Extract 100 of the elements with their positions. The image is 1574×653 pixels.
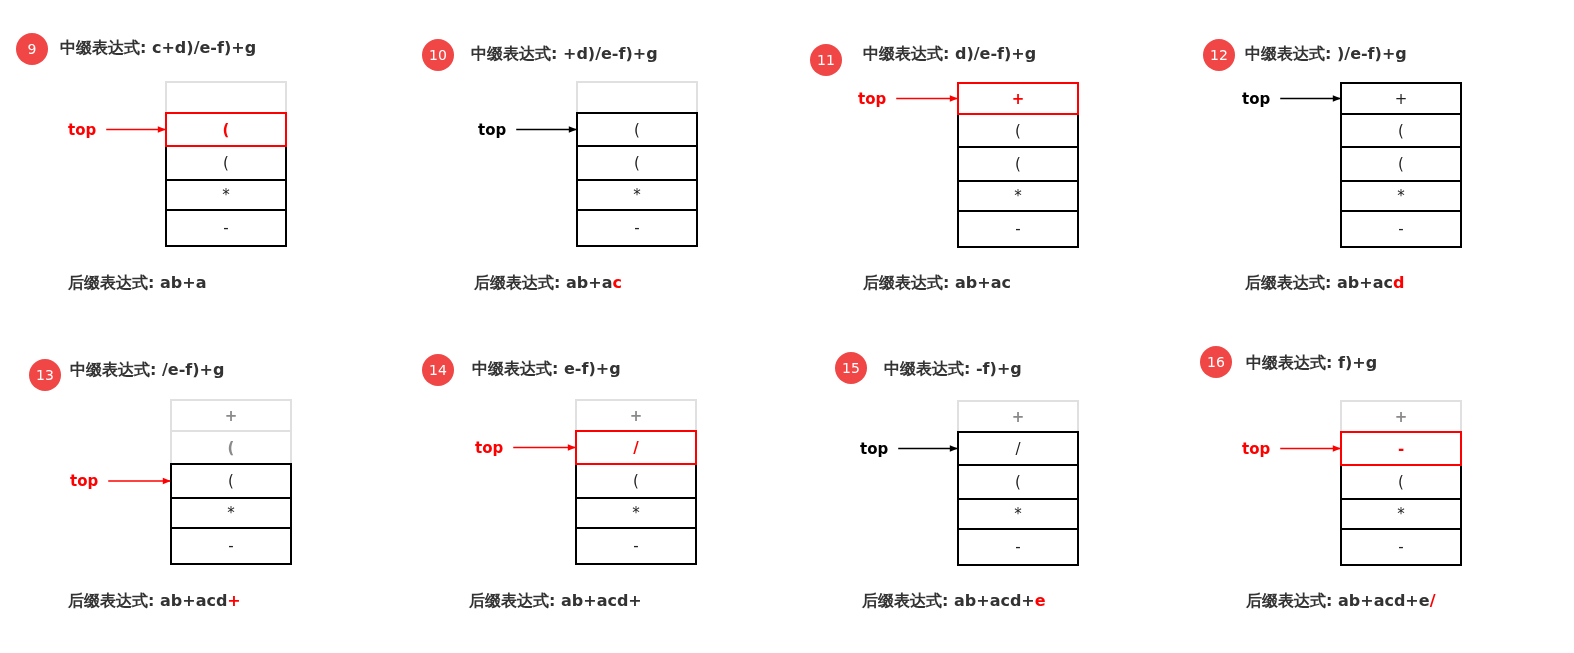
stack-cell: [165, 112, 287, 147]
stack-cell: [1340, 82, 1462, 115]
arrow: [107, 477, 171, 485]
infix-expression-heading: 中缀表达式: d)/e-f)+g: [863, 44, 1037, 65]
stack-cell: [170, 399, 292, 432]
stack-cell: [957, 210, 1079, 248]
operator-symbol: (: [228, 472, 234, 490]
infix-expression-heading: 中缀表达式: e-f)+g: [472, 359, 621, 380]
stack-cell: [576, 209, 698, 247]
pointer-label: top: [70, 472, 99, 490]
postfix-expression: 后缀表达式: ab+acd: [1245, 273, 1405, 294]
step-number-badge: 16: [1200, 346, 1232, 378]
operator-symbol: -: [634, 219, 640, 237]
stack-cell: [170, 430, 292, 465]
pointer-label: top: [858, 89, 887, 108]
stack-cell: [575, 497, 697, 529]
stack-cell: [957, 498, 1079, 530]
stack-cell: [957, 528, 1079, 566]
stack-cell: [1340, 146, 1462, 182]
stack-cell: [1340, 528, 1462, 566]
postfix-expression: 后缀表达式: ab+acd+e/: [1246, 591, 1436, 612]
postfix-expression: 后缀表达式: ab+ac: [474, 273, 622, 294]
operator-symbol: +: [1394, 407, 1408, 426]
stack-cell: [165, 179, 287, 211]
stack-cell: [957, 464, 1079, 500]
step-number-badge: 11: [810, 44, 842, 76]
infix-expression-heading: 中缀表达式: )/e-f)+g: [1245, 44, 1407, 65]
operator-symbol: (: [634, 154, 640, 172]
stack-cell: [170, 497, 292, 529]
infix-expression-heading: 中缀表达式: f)+g: [1246, 353, 1378, 374]
operator-symbol: (: [227, 438, 235, 457]
operator-symbol: *: [222, 186, 230, 204]
stack-cell: [1340, 431, 1462, 466]
arrow: [1279, 95, 1341, 102]
operator-symbol: +: [1011, 89, 1025, 108]
stack-cell: [575, 399, 697, 432]
pointer-label: top: [68, 120, 97, 139]
operator-symbol: -: [1398, 538, 1404, 556]
empty-stack-cell: [165, 81, 287, 114]
step-number-badge: 10: [422, 39, 454, 71]
arrow: [897, 445, 958, 452]
stack-cell: [1340, 498, 1462, 530]
operator-symbol: +: [1011, 407, 1025, 426]
stack-cell: [1340, 210, 1462, 248]
operator-symbol: -: [223, 219, 229, 237]
stack-cell: [575, 430, 697, 465]
operator-symbol: *: [632, 504, 640, 522]
operator-symbol: (: [1398, 473, 1404, 491]
operator-symbol: *: [1014, 187, 1022, 205]
arrow: [1279, 445, 1341, 452]
stack-cell: [957, 146, 1079, 182]
operator-symbol: /: [633, 438, 639, 457]
step-number-badge: 14: [422, 354, 454, 386]
operator-symbol: (: [1015, 155, 1021, 173]
postfix-expression: 后缀表达式: ab+ac: [863, 273, 1011, 294]
pointer-label: top: [1242, 89, 1271, 108]
stack-cell: [165, 209, 287, 247]
infix-expression-heading: 中缀表达式: /e-f)+g: [70, 360, 225, 381]
stack-cell: [957, 431, 1079, 466]
arrow: [512, 444, 576, 451]
stack-cell: [957, 400, 1079, 433]
stack-cell: [576, 112, 698, 147]
stack-cell: [575, 527, 697, 565]
operator-symbol: (: [633, 472, 639, 490]
postfix-expression: 后缀表达式: ab+a: [68, 273, 207, 294]
arrow: [105, 126, 166, 133]
operator-symbol: +: [1394, 89, 1408, 108]
operator-symbol: (: [1015, 473, 1021, 491]
pointer-label: top: [475, 438, 504, 457]
operator-symbol: *: [1014, 505, 1022, 523]
pointer-label: top: [478, 120, 507, 139]
step-number-badge: 9: [16, 33, 48, 65]
pointer-label: top: [1242, 439, 1271, 458]
empty-stack-cell: [576, 81, 698, 114]
step-number-badge: 15: [835, 352, 867, 384]
step-number-badge: 12: [1203, 39, 1235, 71]
stack-cell: [170, 463, 292, 499]
operator-symbol: -: [1398, 220, 1404, 238]
pointer-label: top: [860, 439, 889, 458]
operator-symbol: +: [629, 406, 643, 425]
operator-symbol: +: [224, 406, 238, 425]
operator-symbol: *: [1397, 187, 1405, 205]
operator-symbol: (: [634, 120, 640, 139]
postfix-expression: 后缀表达式: ab+acd+: [469, 591, 642, 612]
stack-cell: [1340, 113, 1462, 148]
arrow: [515, 126, 577, 133]
stack-cell: [957, 82, 1079, 115]
operator-symbol: /: [1015, 439, 1021, 458]
infix-expression-heading: 中缀表达式: c+d)/e-f)+g: [60, 38, 257, 59]
infix-expression-heading: 中缀表达式: -f)+g: [884, 359, 1022, 380]
postfix-expression: 后缀表达式: ab+acd+e: [862, 591, 1046, 612]
stack-cell: [957, 180, 1079, 212]
arrow: [895, 95, 958, 102]
step-number-badge: 13: [29, 359, 61, 391]
stack-cell: [576, 145, 698, 181]
operator-symbol: (: [1398, 155, 1404, 173]
operator-symbol: -: [228, 537, 234, 555]
operator-symbol: -: [1015, 220, 1021, 238]
postfix-expression: 后缀表达式: ab+acd+: [68, 591, 241, 612]
stack-cell: [170, 527, 292, 565]
